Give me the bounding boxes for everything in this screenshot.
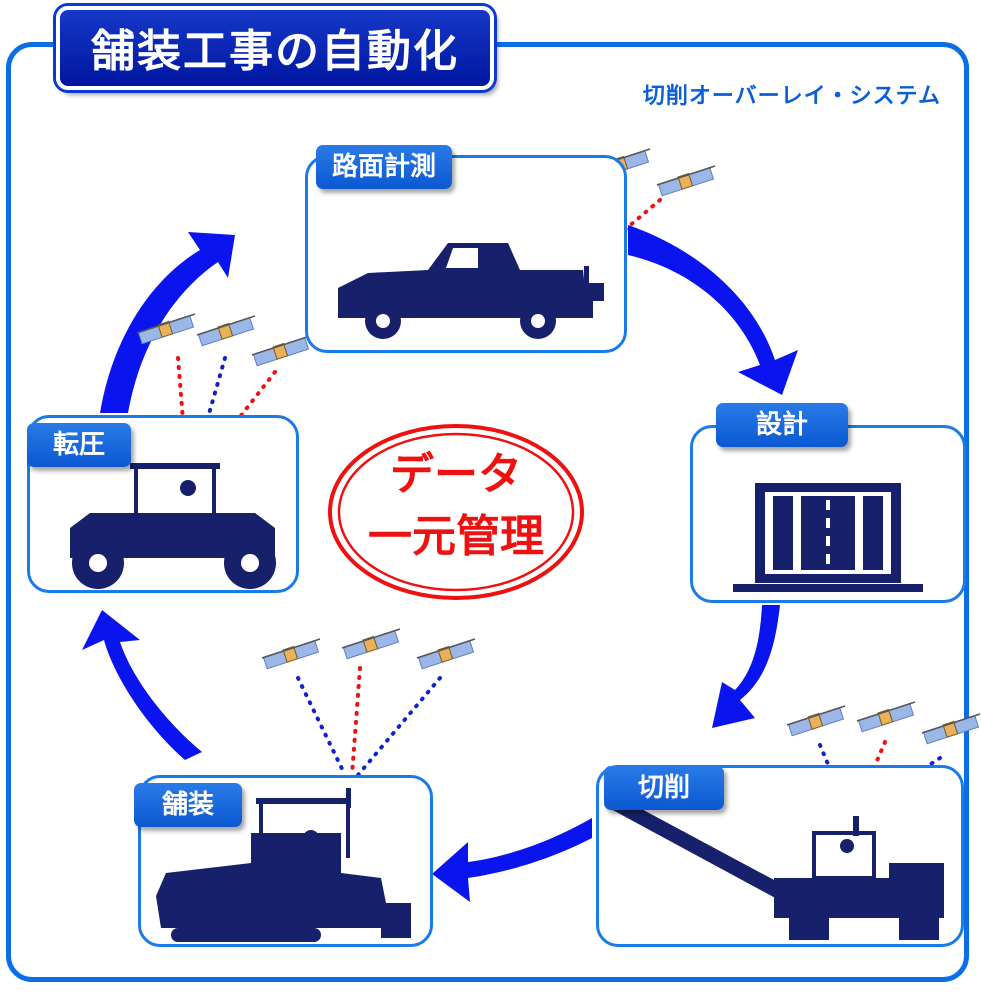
stage-rolling-label: 転圧 [27,423,132,467]
milling-machine-icon [609,798,944,940]
pickup-truck-icon [338,243,604,339]
stage-cutting-box [596,765,964,947]
center-oval [328,424,584,600]
stage-paving-label: 舗装 [134,783,243,827]
subtitle: 切削オーバーレイ・システム [642,84,941,109]
stage-cutting-label: 切削 [604,766,725,810]
center-line-2: 一元管理 [368,511,544,562]
stage-measure-label: 路面計測 [316,145,453,189]
main-title: 舗装工事の自動化 [56,6,494,90]
laptop-icon [733,483,923,592]
roller-machine-icon [70,463,276,589]
center-line-1: データ [390,449,522,500]
stage-design-label: 設計 [716,403,849,447]
cycle-arrows [82,225,798,902]
paver-machine-icon [156,788,411,942]
center-message: データ 一元管理 [330,444,582,568]
stage-design-box [690,425,966,603]
stage-measure-box [305,155,627,353]
